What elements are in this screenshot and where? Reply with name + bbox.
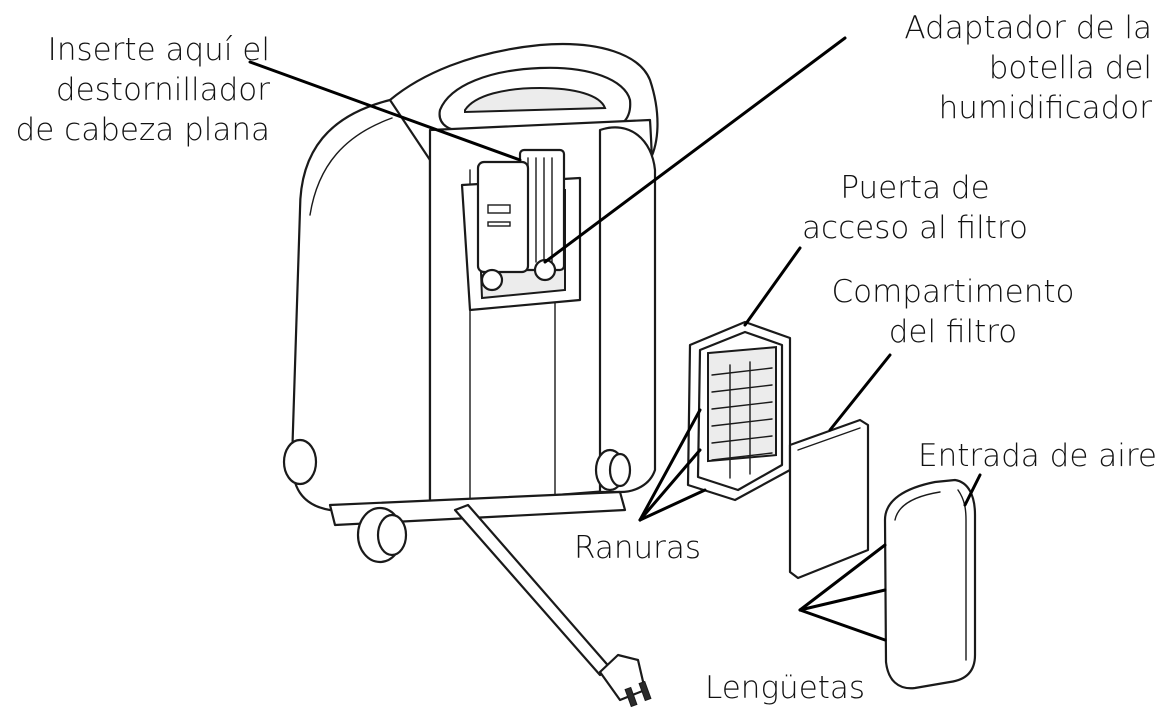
label-filter-compartment: Compartimento del filtro [818, 272, 1088, 352]
label-slots-line1: Ranuras [574, 530, 702, 566]
label-humidifier-adapter-line1: Adaptador de la [904, 10, 1152, 46]
label-screwdriver: Inserte aquí el destornillador de cabeza… [8, 30, 270, 150]
label-air-inlet: Entrada de aire [905, 436, 1157, 476]
leader-tab-3 [798, 608, 887, 642]
label-filter-compartment-line1: Compartimento [831, 274, 1075, 310]
air-inlet [883, 478, 977, 690]
leader-humidifier-adapter [543, 36, 847, 264]
concentrator-unit [282, 43, 659, 708]
leader-air-inlet [963, 473, 982, 507]
filter-access-door [686, 320, 792, 502]
power-cord [453, 503, 652, 708]
label-filter-door-line1: Puerta de [840, 170, 990, 206]
label-humidifier-adapter: Adaptador de la botella del humidificado… [830, 8, 1152, 128]
leader-tab-2 [798, 588, 887, 612]
label-filter-door-line2: acceso al filtro [802, 210, 1028, 246]
filter-pad [788, 418, 870, 580]
door-slots [711, 361, 773, 479]
leader-tab-1 [798, 543, 887, 612]
label-slots: Ranuras [574, 528, 724, 568]
label-humidifier-adapter-line2: botella del [988, 50, 1152, 86]
label-tabs-line1: Lengüetas [705, 670, 866, 706]
label-screwdriver-line3: de cabeza plana [15, 112, 270, 148]
leader-slot-1 [638, 408, 702, 522]
leader-slot-2 [638, 448, 702, 522]
label-filter-compartment-line2: del filtro [888, 314, 1018, 350]
leader-filter-door [743, 246, 802, 327]
label-screwdriver-line1: Inserte aquí el [47, 32, 270, 68]
label-screwdriver-line2: destornillador [55, 72, 270, 108]
leader-filter-compartment [828, 353, 892, 432]
label-tabs: Lengüetas [705, 668, 885, 708]
label-humidifier-adapter-line3: humidificador [938, 90, 1152, 126]
label-air-inlet-line1: Entrada de aire [917, 438, 1157, 474]
label-filter-door: Puerta de acceso al filtro [795, 168, 1035, 248]
leader-slot-3 [638, 488, 707, 522]
wheels [282, 438, 632, 564]
leader-lines [248, 36, 982, 642]
leader-screwdriver [248, 60, 522, 162]
